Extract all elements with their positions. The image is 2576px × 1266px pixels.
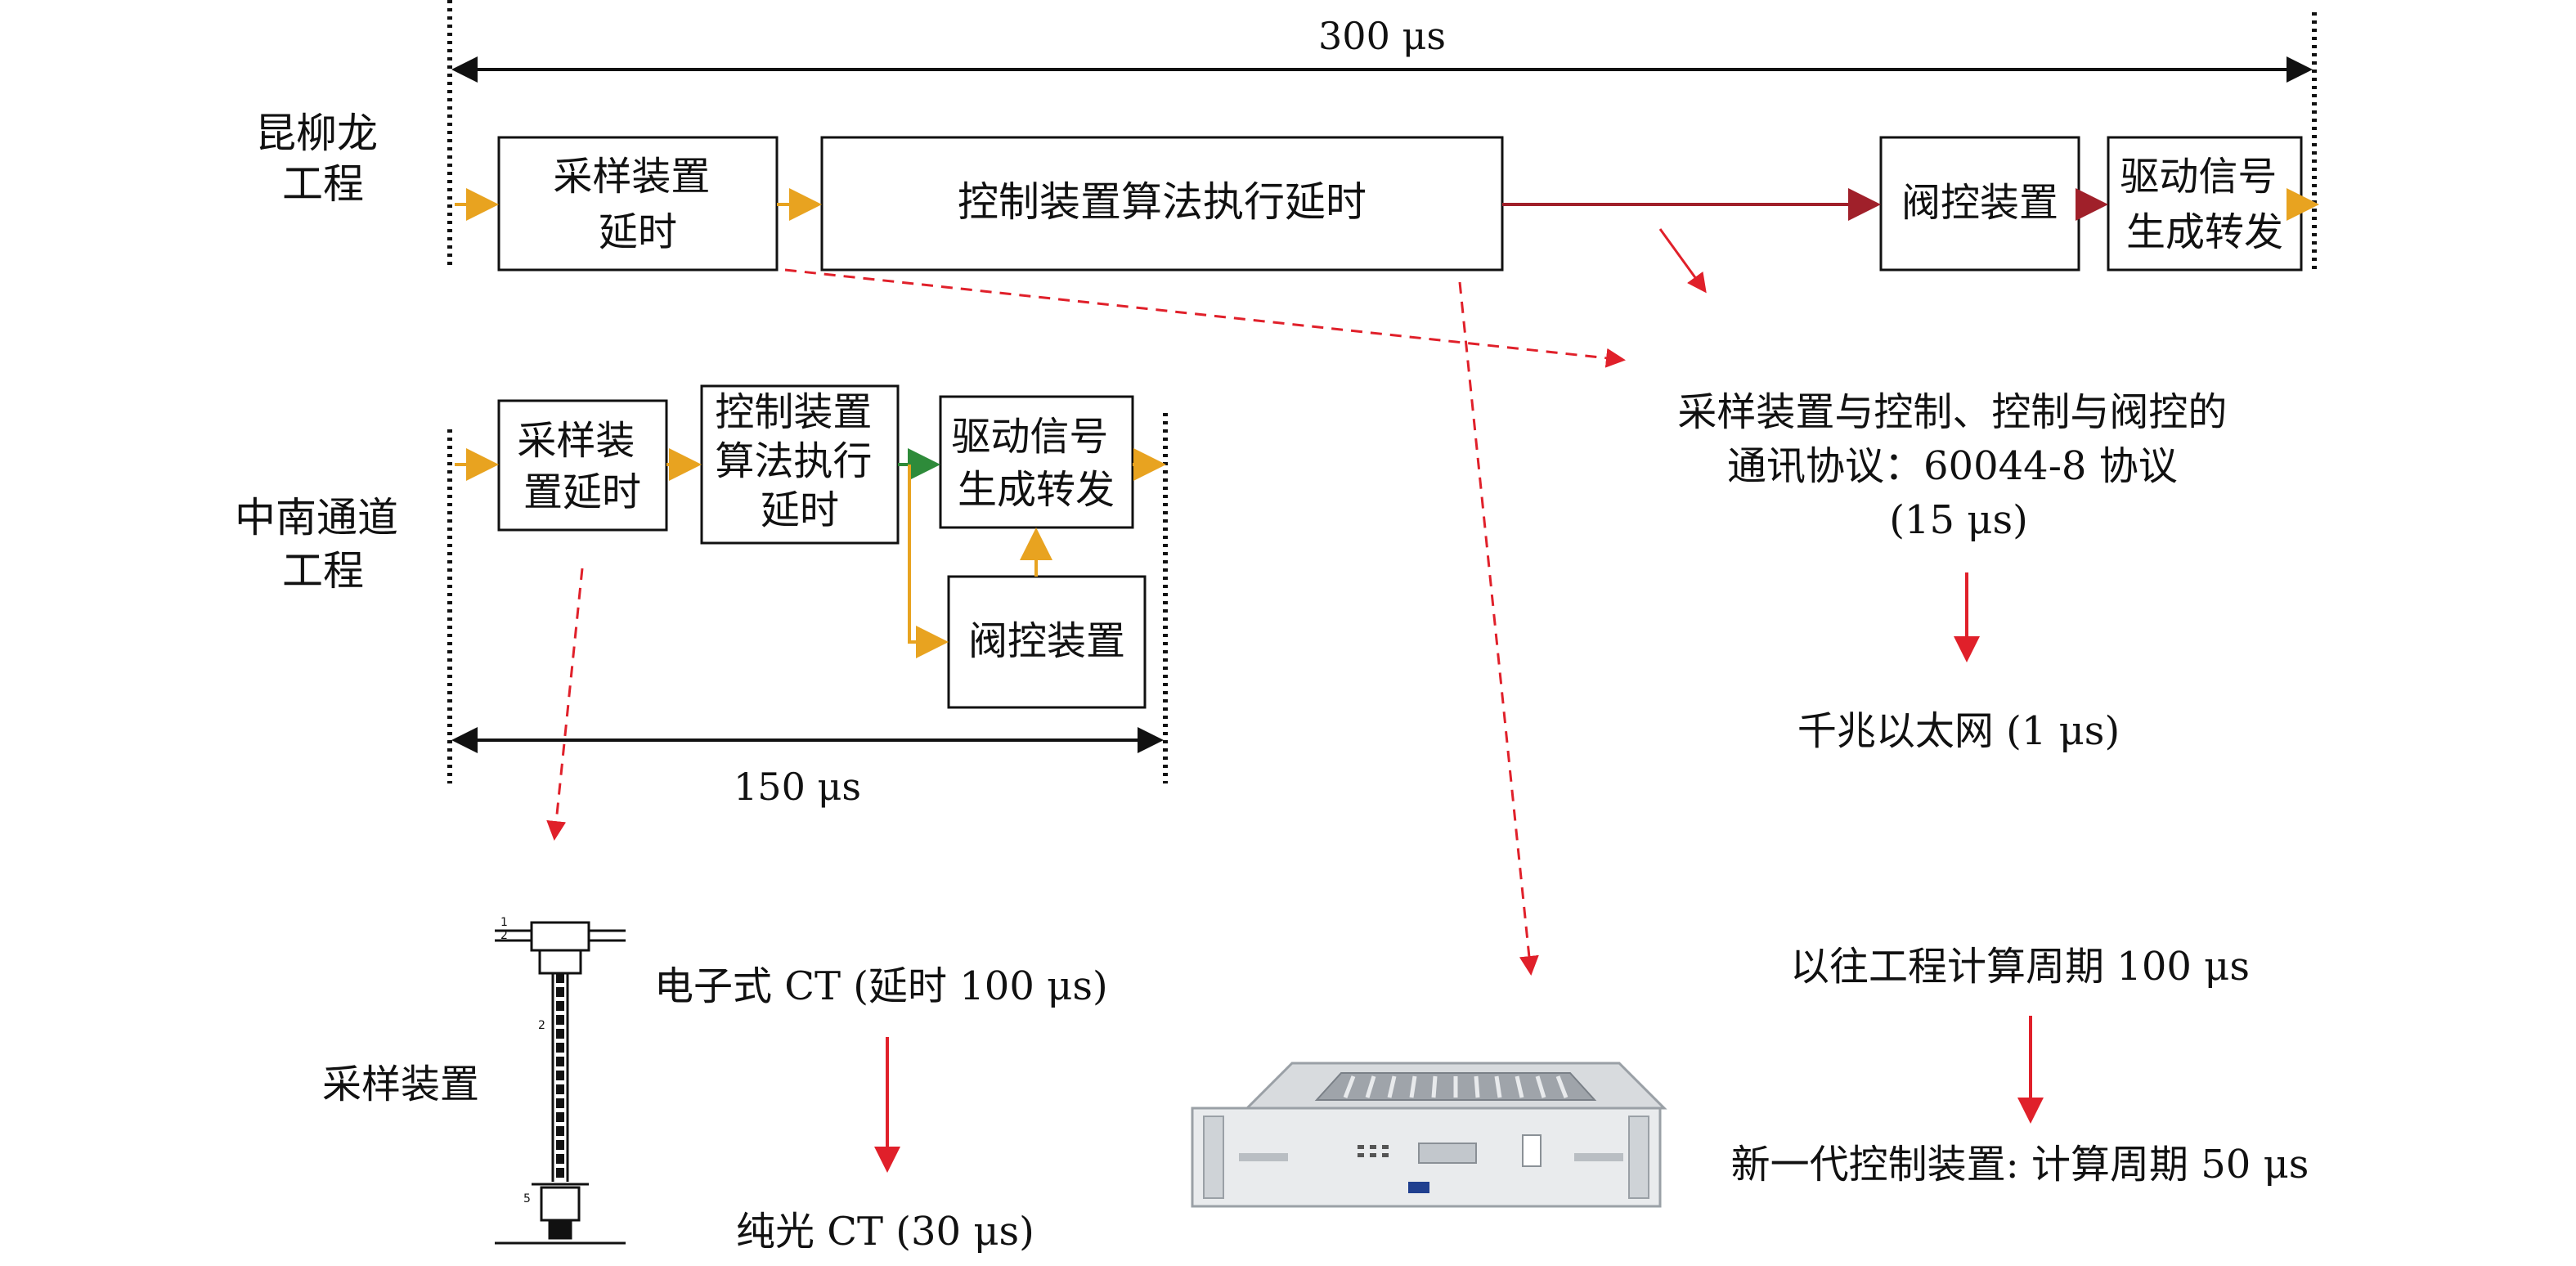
lower-section: 150 μs 中南通道 工程 采样装 置延时 控制装置 算法执行 延时 驱动信号… bbox=[235, 384, 1168, 809]
upper-drive-line-2: 生成转发 bbox=[2126, 209, 2283, 255]
lower-control-line-3: 延时 bbox=[761, 487, 839, 533]
sampling-device-label: 采样装置 bbox=[322, 1062, 479, 1107]
control-device-section: 以往工程计算周期 100 μs 新一代控制装置: 计算周期 50 μs bbox=[1191, 944, 2309, 1208]
protocol-line-3: (15 μs) bbox=[1889, 497, 2028, 543]
sampling-device-old: 电子式 CT (延时 100 μs) bbox=[654, 963, 1108, 1009]
lower-drive-line-2: 生成转发 bbox=[958, 467, 1115, 513]
sampling-device-section: 采样装置 1 2 2 5 电子式 CT (延时 100 μs) 纯光 CT (3… bbox=[322, 916, 1108, 1255]
lower-sampling-box bbox=[497, 399, 668, 532]
lower-control-to-valve-arrow bbox=[908, 465, 949, 658]
lower-sampling-to-ct-dashed-arrow bbox=[546, 568, 584, 841]
svg-text:2: 2 bbox=[538, 1019, 545, 1032]
sampling-to-protocol-dashed-arrow bbox=[784, 268, 1626, 368]
upper-control-text: 控制装置算法执行延时 bbox=[958, 178, 1367, 226]
upper-drive-box bbox=[2107, 136, 2303, 272]
upper-drive-line-1: 驱动信号 bbox=[2120, 154, 2277, 200]
upper-project-label: 昆柳龙 工程 bbox=[255, 110, 391, 208]
lower-duration-label: 150 μs bbox=[734, 765, 861, 809]
upper-valve-box bbox=[1879, 136, 2080, 272]
lower-sampling-line-1: 采样装 bbox=[517, 418, 635, 464]
protocol-line-1: 采样装置与控制、控制与阀控的 bbox=[1677, 389, 2227, 435]
lower-drive-text: 驱动信号 生成转发 bbox=[951, 414, 1120, 513]
control-device-image bbox=[1191, 1062, 1667, 1208]
lower-control-text: 控制装置 算法执行 延时 bbox=[715, 389, 884, 533]
svg-text:1: 1 bbox=[500, 916, 508, 929]
control-device-new: 新一代控制装置: 计算周期 50 μs bbox=[1731, 1142, 2309, 1187]
ct-drawing: 1 2 2 5 bbox=[495, 916, 626, 1245]
protocol-result: 千兆以太网 (1 μs) bbox=[1797, 708, 2120, 754]
control-to-device-dashed-arrow bbox=[1458, 281, 1539, 976]
lower-control-line-2: 算法执行 bbox=[715, 438, 872, 484]
upper-control-box bbox=[820, 136, 1504, 272]
protocol-line-2: 通讯协议：60044-8 协议 bbox=[1727, 443, 2178, 489]
lower-control-line-1: 控制装置 bbox=[715, 389, 872, 435]
valve-link-to-protocol-arrow bbox=[1658, 228, 1707, 294]
protocol-section: 采样装置与控制、控制与阀控的 通讯协议：60044-8 协议 (15 μs) 千… bbox=[1677, 389, 2239, 754]
callout-arrows bbox=[546, 228, 1707, 976]
upper-valve-text: 阀控装置 bbox=[1901, 180, 2058, 226]
lower-project-label-1: 中南通道 bbox=[235, 494, 398, 541]
lower-project-label: 中南通道 工程 bbox=[235, 494, 411, 595]
control-device-old: 以往工程计算周期 100 μs bbox=[1790, 944, 2250, 990]
svg-text:5: 5 bbox=[523, 1192, 531, 1205]
sampling-device-new: 纯光 CT (30 μs) bbox=[736, 1209, 1034, 1255]
lower-drive-line-1: 驱动信号 bbox=[951, 414, 1108, 460]
upper-sampling-line-2: 延时 bbox=[599, 209, 677, 255]
lower-valve-text: 阀控装置 bbox=[968, 618, 1125, 664]
upper-project-label-2: 工程 bbox=[282, 160, 364, 208]
lower-sampling-text: 采样装 置延时 bbox=[517, 418, 647, 515]
upper-drive-text: 驱动信号 生成转发 bbox=[2120, 154, 2289, 255]
lower-valve-box bbox=[947, 575, 1147, 709]
upper-section: 300 μs 昆柳龙 工程 采样装置 延时 控制装置算法执行延时 阀控装置 驱动… bbox=[255, 0, 2319, 272]
lower-sampling-line-2: 置延时 bbox=[523, 469, 641, 515]
svg-text:2: 2 bbox=[500, 929, 508, 942]
lower-drive-box bbox=[939, 395, 1134, 529]
upper-sampling-line-1: 采样装置 bbox=[553, 154, 710, 200]
upper-duration-label: 300 μs bbox=[1318, 14, 1446, 58]
protocol-text: 采样装置与控制、控制与阀控的 通讯协议：60044-8 协议 (15 μs) bbox=[1677, 389, 2239, 543]
lower-project-label-2: 工程 bbox=[282, 547, 364, 595]
upper-sampling-text: 采样装置 延时 bbox=[553, 154, 722, 255]
upper-project-label-1: 昆柳龙 bbox=[255, 110, 378, 157]
lower-control-box bbox=[700, 384, 900, 545]
